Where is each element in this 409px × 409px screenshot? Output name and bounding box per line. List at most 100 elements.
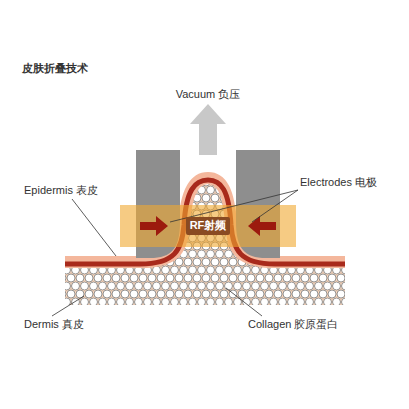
- collagen-fibre: [58, 290, 66, 298]
- collagen-fibre: [112, 274, 120, 282]
- collagen-fibre: [297, 218, 305, 226]
- collagen-fibre: [103, 210, 111, 218]
- collagen-fibre: [283, 290, 291, 298]
- part-label: Epidermis 表皮: [22, 184, 100, 197]
- collagen-fibre: [198, 266, 206, 274]
- collagen-fibre: [238, 274, 246, 282]
- collagen-fibre: [337, 274, 345, 282]
- vacuum-arrow: [190, 104, 226, 155]
- collagen-fibre: [99, 282, 107, 290]
- collagen-fibre: [112, 226, 120, 234]
- collagen-fibre: [144, 298, 152, 306]
- collagen-fibre: [184, 274, 192, 282]
- collagen-fibre: [108, 282, 116, 290]
- dermis-layer: [65, 178, 345, 305]
- current-arrow: [140, 216, 168, 236]
- collagen-fibre: [342, 298, 350, 306]
- collagen-fibre: [288, 298, 296, 306]
- collagen-fibre: [328, 210, 336, 218]
- collagen-fibre: [306, 298, 314, 306]
- collagen-fibre: [297, 202, 305, 210]
- collagen-fibre: [81, 298, 89, 306]
- collagen-fibre: [90, 298, 98, 306]
- collagen-fibre: [261, 282, 269, 290]
- collagen-fibre: [333, 218, 341, 226]
- collagen-fibre: [67, 210, 75, 218]
- collagen-fibre: [315, 218, 323, 226]
- collagen-fibre: [90, 218, 98, 226]
- collagen-fibre: [229, 274, 237, 282]
- collagen-fibre: [337, 242, 345, 250]
- collagen-fibre: [207, 250, 215, 258]
- collagen-fibre: [328, 194, 336, 202]
- collagen-fibre: [319, 290, 327, 298]
- collagen-fibre: [193, 290, 201, 298]
- collagen-fibre: [117, 298, 125, 306]
- collagen-fibre: [135, 298, 143, 306]
- collagen-fibre: [220, 290, 228, 298]
- collagen-fibre: [108, 298, 116, 306]
- collagen-fibre: [103, 242, 111, 250]
- collagen-fibre: [328, 274, 336, 282]
- collagen-fibre: [121, 194, 129, 202]
- collagen-fibre: [207, 266, 215, 274]
- collagen-fibre: [117, 186, 125, 194]
- collagen-fibre: [175, 290, 183, 298]
- collagen-fibre: [189, 298, 197, 306]
- collagen-fibre: [90, 234, 98, 242]
- collagen-fibre: [256, 290, 264, 298]
- collagen-fibre: [126, 186, 134, 194]
- collagen-fibre: [90, 202, 98, 210]
- collagen-fibre: [121, 274, 129, 282]
- collagen-fibre: [274, 274, 282, 282]
- rf-field: [120, 205, 296, 247]
- collagen-fibre: [76, 226, 84, 234]
- collagen-fibre: [319, 274, 327, 282]
- collagen-fibre: [94, 290, 102, 298]
- collagen-fibre: [333, 298, 341, 306]
- collagen-fibre: [310, 194, 318, 202]
- collagen-fibre: [310, 210, 318, 218]
- collagen-fibre: [342, 234, 350, 242]
- collagen-fibre: [175, 274, 183, 282]
- collagen-fibre: [319, 194, 327, 202]
- part-label: Vacuum 负压: [174, 88, 243, 101]
- collagen-fibre: [292, 290, 300, 298]
- collagen-fibre: [207, 186, 215, 194]
- collagen-fibre: [292, 194, 300, 202]
- collagen-fibre: [288, 282, 296, 290]
- collagen-fibre: [306, 218, 314, 226]
- collagen-fibre: [324, 282, 332, 290]
- collagen-fibre: [63, 282, 71, 290]
- collagen-fibre: [180, 298, 188, 306]
- collagen-fibre: [211, 258, 219, 266]
- collagen-fibre: [108, 202, 116, 210]
- collagen-fibre: [72, 282, 80, 290]
- collagen-fibre: [306, 282, 314, 290]
- collagen-fibre: [193, 258, 201, 266]
- collagen-fibre: [108, 186, 116, 194]
- collagen-fibre: [85, 290, 93, 298]
- collagen-fibre: [252, 266, 260, 274]
- collagen-fibre: [189, 266, 197, 274]
- collagen-fibre: [211, 290, 219, 298]
- collagen-fibre: [265, 274, 273, 282]
- collagen-fibre: [103, 274, 111, 282]
- collagen-fibre: [207, 298, 215, 306]
- collagen-fibre: [121, 178, 129, 186]
- collagen-fibre: [58, 210, 66, 218]
- collagen-fibre: [216, 266, 224, 274]
- collagen-fibre: [90, 282, 98, 290]
- collagen-fibre: [202, 258, 210, 266]
- collagen-fibre: [220, 274, 228, 282]
- collagen-fibre: [220, 258, 228, 266]
- collagen-fibre: [67, 290, 75, 298]
- collagen-fibre: [148, 274, 156, 282]
- collagen-fibre: [85, 274, 93, 282]
- part-label: Electrodes 电极: [298, 176, 379, 189]
- collagen-fibre: [58, 258, 66, 266]
- collagen-fibre: [225, 298, 233, 306]
- collagen-fibre: [324, 234, 332, 242]
- collagen-fibre: [225, 250, 233, 258]
- collagen-fibre: [112, 290, 120, 298]
